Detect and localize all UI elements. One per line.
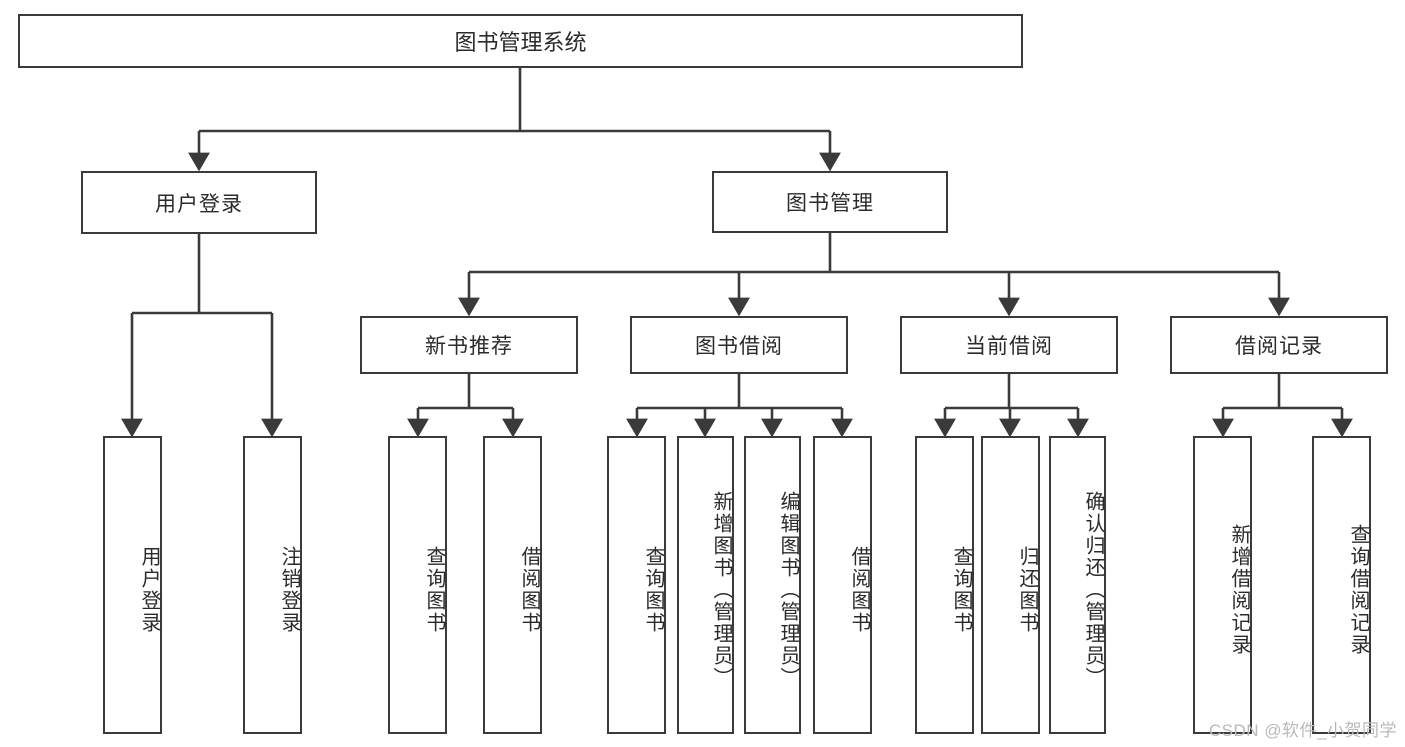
- node-label: 编辑图书（管理员）: [777, 491, 799, 689]
- node-label: 新增借阅记录: [1228, 524, 1250, 656]
- node-label: 新增图书（管理员）: [710, 491, 732, 689]
- node-label: 借阅图书: [848, 546, 870, 634]
- node-label: 查询借阅记录: [1347, 524, 1369, 656]
- node-current-borrow[interactable]: 当前借阅: [900, 316, 1118, 374]
- node-leaf-user-login[interactable]: 用户登录: [103, 436, 162, 734]
- node-label: 当前借阅: [965, 335, 1053, 358]
- node-label: 借阅图书: [518, 546, 540, 634]
- node-leaf-logout[interactable]: 注销登录: [243, 436, 302, 734]
- node-label: 归还图书: [1016, 546, 1038, 634]
- node-leaf-currentborrow-confirm-return-admin[interactable]: 确认归还（管理员）: [1049, 436, 1106, 734]
- node-label: 图书借阅: [695, 335, 783, 358]
- node-leaf-currentborrow-query-book[interactable]: 查询图书: [915, 436, 974, 734]
- watermark-text: CSDN @软件_小贺同学: [1208, 721, 1397, 740]
- node-label: 新书推荐: [425, 335, 513, 358]
- node-leaf-currentborrow-return-book[interactable]: 归还图书: [981, 436, 1040, 734]
- node-book-borrow[interactable]: 图书借阅: [630, 316, 848, 374]
- node-label: 用户登录: [138, 546, 160, 634]
- node-leaf-bookborrow-add-book-admin[interactable]: 新增图书（管理员）: [677, 436, 734, 734]
- node-label: 查询图书: [950, 546, 972, 634]
- node-label: 查询图书: [423, 546, 445, 634]
- node-leaf-borrowrecord-add-record[interactable]: 新增借阅记录: [1193, 436, 1252, 734]
- node-root-book-management-system[interactable]: 图书管理系统: [18, 14, 1023, 68]
- node-borrow-record[interactable]: 借阅记录: [1170, 316, 1388, 374]
- node-label: 确认归还（管理员）: [1082, 491, 1104, 689]
- node-new-book-recommend[interactable]: 新书推荐: [360, 316, 578, 374]
- node-label: 图书管理: [786, 192, 874, 215]
- node-label: 图书管理系统: [454, 30, 587, 55]
- node-label: 用户登录: [155, 192, 243, 216]
- node-leaf-borrowrecord-query-record[interactable]: 查询借阅记录: [1312, 436, 1371, 734]
- node-label: 查询图书: [642, 546, 664, 634]
- node-leaf-bookborrow-edit-book-admin[interactable]: 编辑图书（管理员）: [744, 436, 801, 734]
- node-label: 借阅记录: [1235, 335, 1323, 358]
- node-user-login[interactable]: 用户登录: [81, 171, 317, 234]
- node-leaf-newbook-query-book[interactable]: 查询图书: [388, 436, 447, 734]
- node-leaf-bookborrow-query-book[interactable]: 查询图书: [607, 436, 666, 734]
- node-leaf-bookborrow-borrow-book[interactable]: 借阅图书: [813, 436, 872, 734]
- node-book-management[interactable]: 图书管理: [712, 171, 948, 233]
- node-leaf-newbook-borrow-book[interactable]: 借阅图书: [483, 436, 542, 734]
- node-label: 注销登录: [278, 546, 300, 634]
